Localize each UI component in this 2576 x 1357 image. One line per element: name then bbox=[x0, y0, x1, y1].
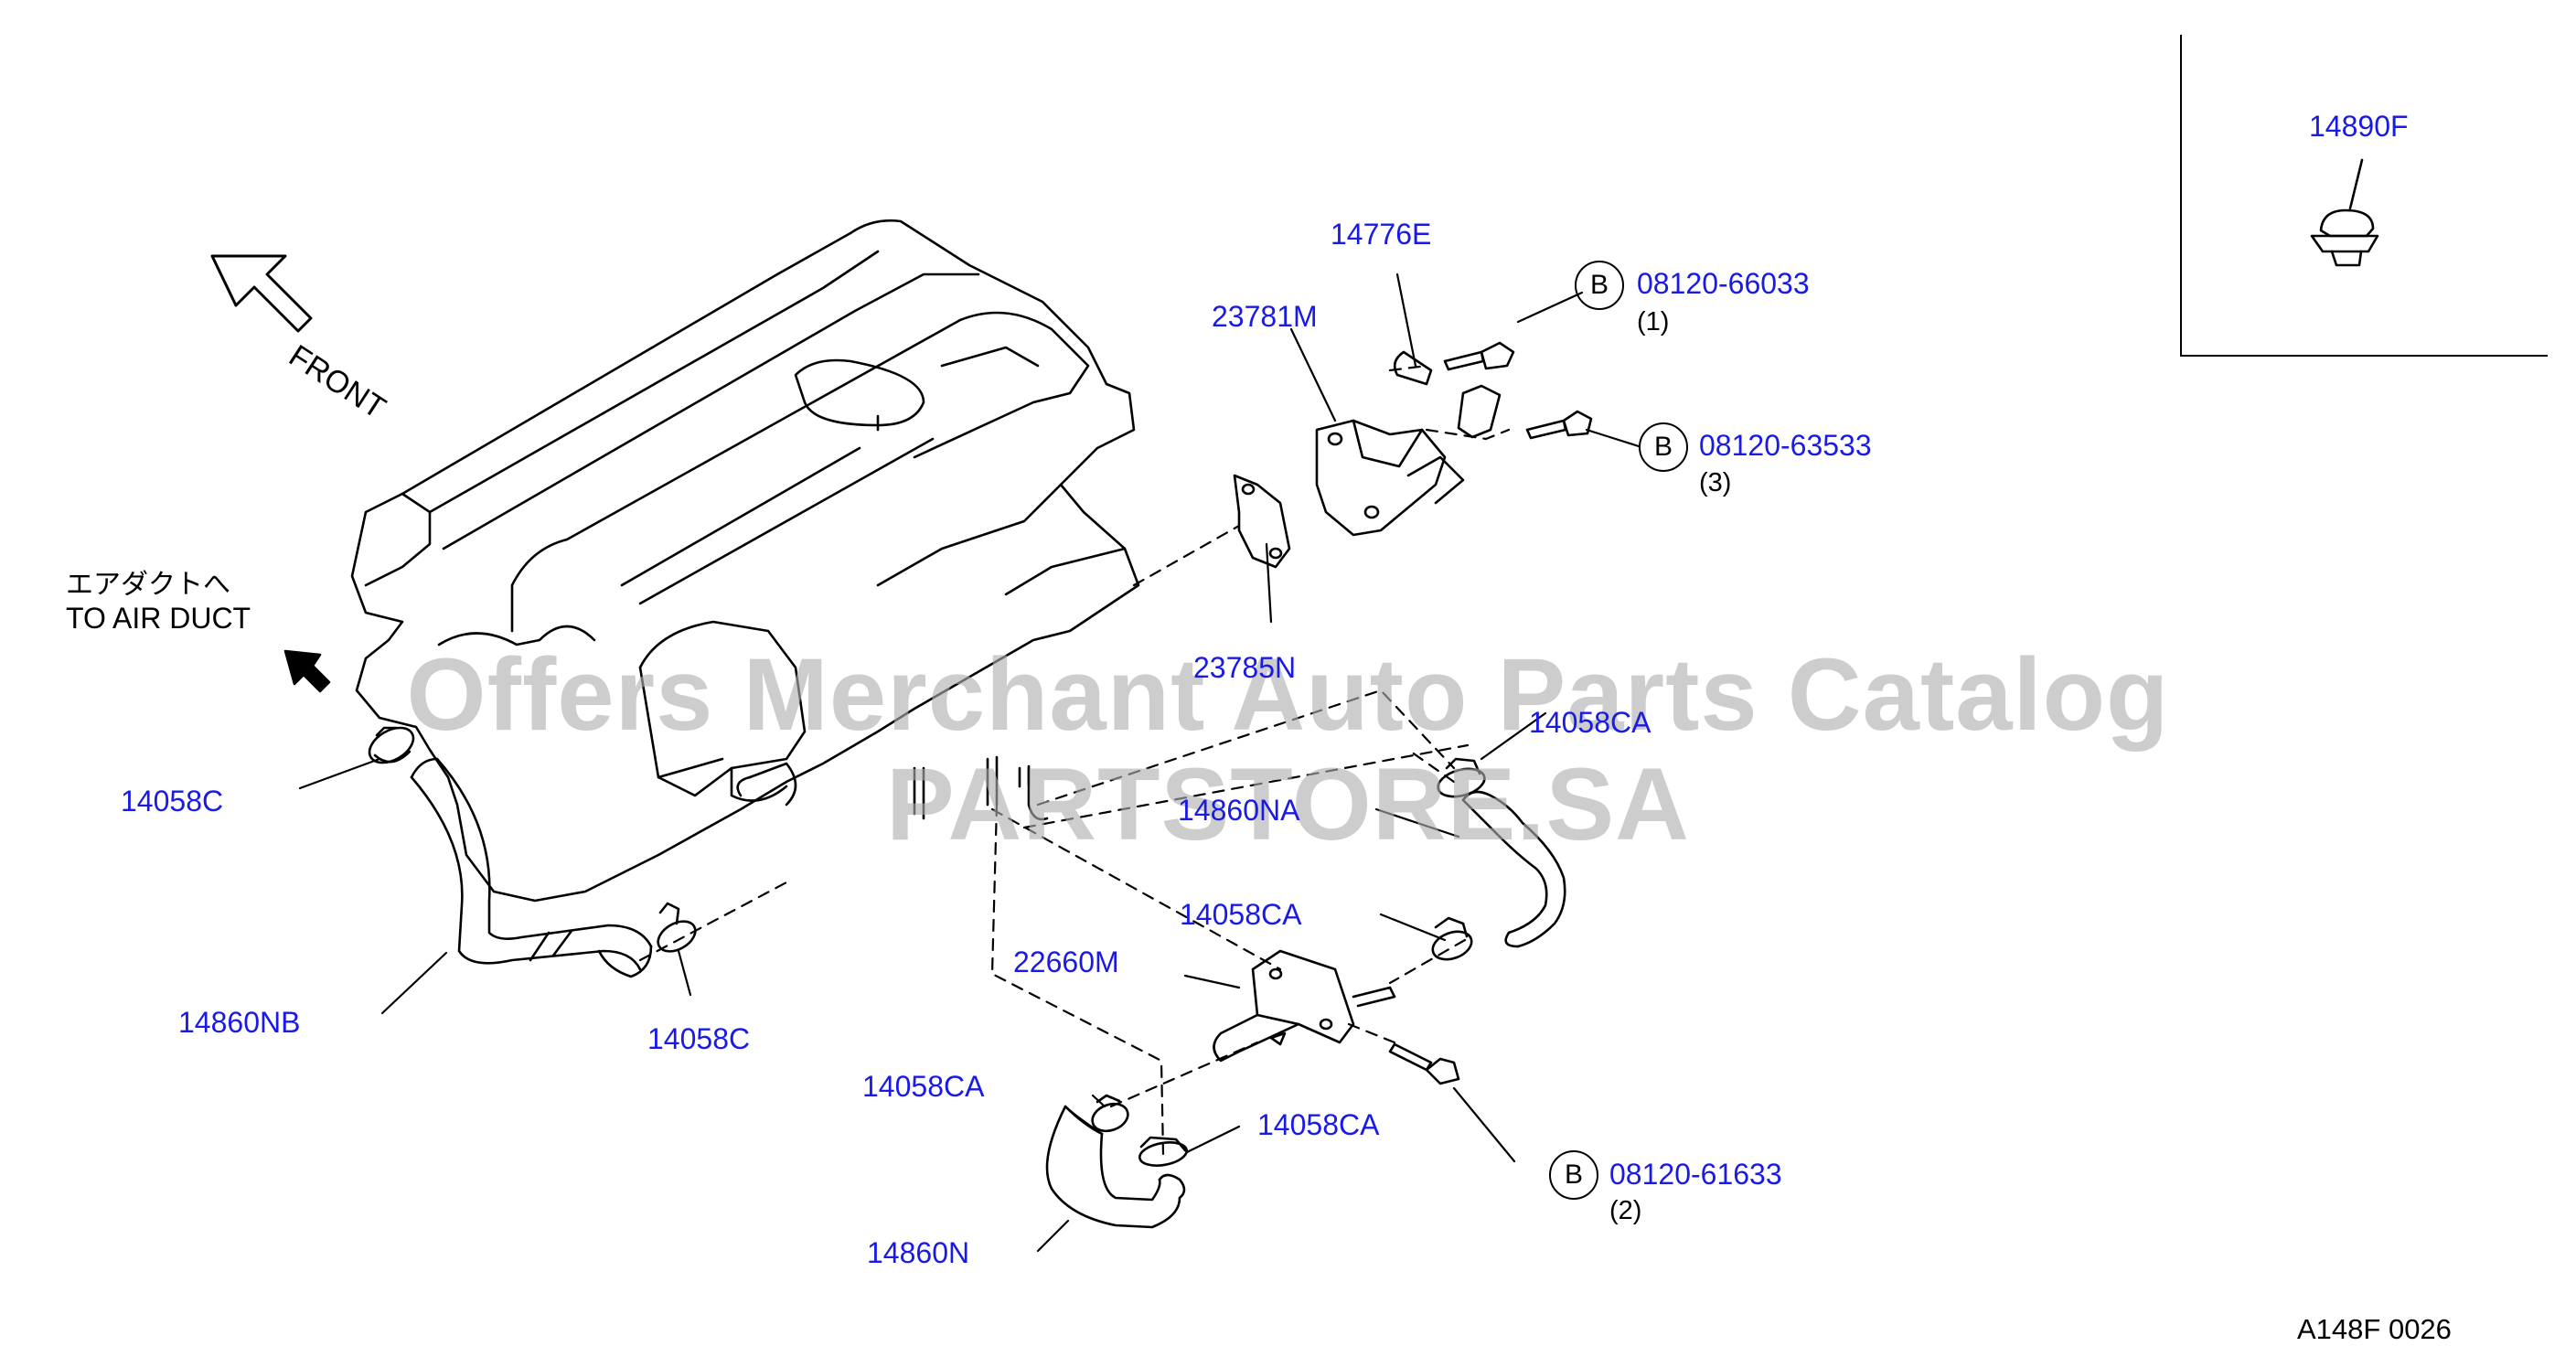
front-arrow-icon bbox=[210, 254, 313, 333]
bolt-symbol-2: B bbox=[1549, 1150, 1598, 1200]
leader-lines bbox=[298, 272, 1641, 1253]
part-label-22660m[interactable]: 22660M bbox=[1013, 946, 1119, 978]
clamp-14058ca-upper bbox=[1437, 757, 1486, 798]
clamp-14058ca-mid bbox=[1431, 916, 1473, 961]
bolt-qty-3: (3) bbox=[1699, 468, 1732, 497]
part-label-14058c-top[interactable]: 14058C bbox=[121, 785, 224, 817]
clamp-14058c-top bbox=[368, 726, 415, 764]
part-label-14860n[interactable]: 14860N bbox=[867, 1236, 970, 1269]
part-label-23781m[interactable]: 23781M bbox=[1212, 300, 1318, 333]
bolt-08120-63533 bbox=[1525, 410, 1593, 440]
hose-14860na bbox=[1461, 790, 1566, 948]
gasket-23785n bbox=[1233, 474, 1291, 569]
bolt-qty-1: (1) bbox=[1637, 307, 1670, 337]
valve-22660m bbox=[1213, 949, 1396, 1063]
part-label-14890f[interactable]: 14890F bbox=[2309, 110, 2409, 143]
part-label-14058ca-mid[interactable]: 14058CA bbox=[1180, 898, 1302, 931]
part-label-08120-63533[interactable]: 08120-63533 bbox=[1699, 429, 1872, 462]
part-label-14058c-bottom[interactable]: 14058C bbox=[647, 1022, 751, 1055]
clamp-14058c-bottom bbox=[657, 902, 697, 953]
valve-23781m bbox=[1315, 384, 1502, 537]
air-duct-label-en: TO AIR DUCT bbox=[66, 602, 251, 635]
inset-box bbox=[2180, 35, 2548, 357]
figure-code: A148F 0026 bbox=[2297, 1313, 2452, 1345]
air-duct-arrow-icon bbox=[283, 649, 331, 693]
bracket-14776e bbox=[1393, 350, 1433, 386]
part-label-14058ca-right[interactable]: 14058CA bbox=[1257, 1108, 1380, 1141]
bolt-symbol-3: B bbox=[1639, 422, 1688, 472]
part-label-08120-66033[interactable]: 08120-66033 bbox=[1637, 267, 1810, 300]
part-label-23785n[interactable]: 23785N bbox=[1193, 651, 1297, 684]
part-label-14058ca-hidden[interactable]: 14058CA bbox=[1529, 706, 1651, 739]
clip-14890f bbox=[2310, 158, 2379, 267]
hose-14860n bbox=[1045, 1105, 1186, 1229]
bolt-symbol-1: B bbox=[1575, 261, 1624, 310]
dashed-connectors bbox=[638, 364, 1511, 1156]
clamp-14058ca-right bbox=[1138, 1136, 1188, 1167]
bolt-08120-66033 bbox=[1443, 341, 1515, 371]
part-label-14776e[interactable]: 14776E bbox=[1331, 218, 1432, 251]
part-label-08120-61633[interactable]: 08120-61633 bbox=[1609, 1158, 1782, 1191]
bolt-08120-61633 bbox=[1388, 1042, 1460, 1085]
part-label-14860na[interactable]: 14860NA bbox=[1178, 794, 1300, 827]
part-label-14860nb[interactable]: 14860NB bbox=[178, 1006, 301, 1039]
part-label-14058ca-left[interactable]: 14058CA bbox=[862, 1070, 985, 1103]
engine-outline bbox=[350, 219, 1140, 903]
hose-14860nb bbox=[410, 757, 653, 978]
clamp-14058ca-left bbox=[1091, 1094, 1129, 1133]
bolt-qty-2: (2) bbox=[1609, 1196, 1642, 1225]
air-duct-label-jp: エアダクトへ bbox=[66, 569, 230, 601]
